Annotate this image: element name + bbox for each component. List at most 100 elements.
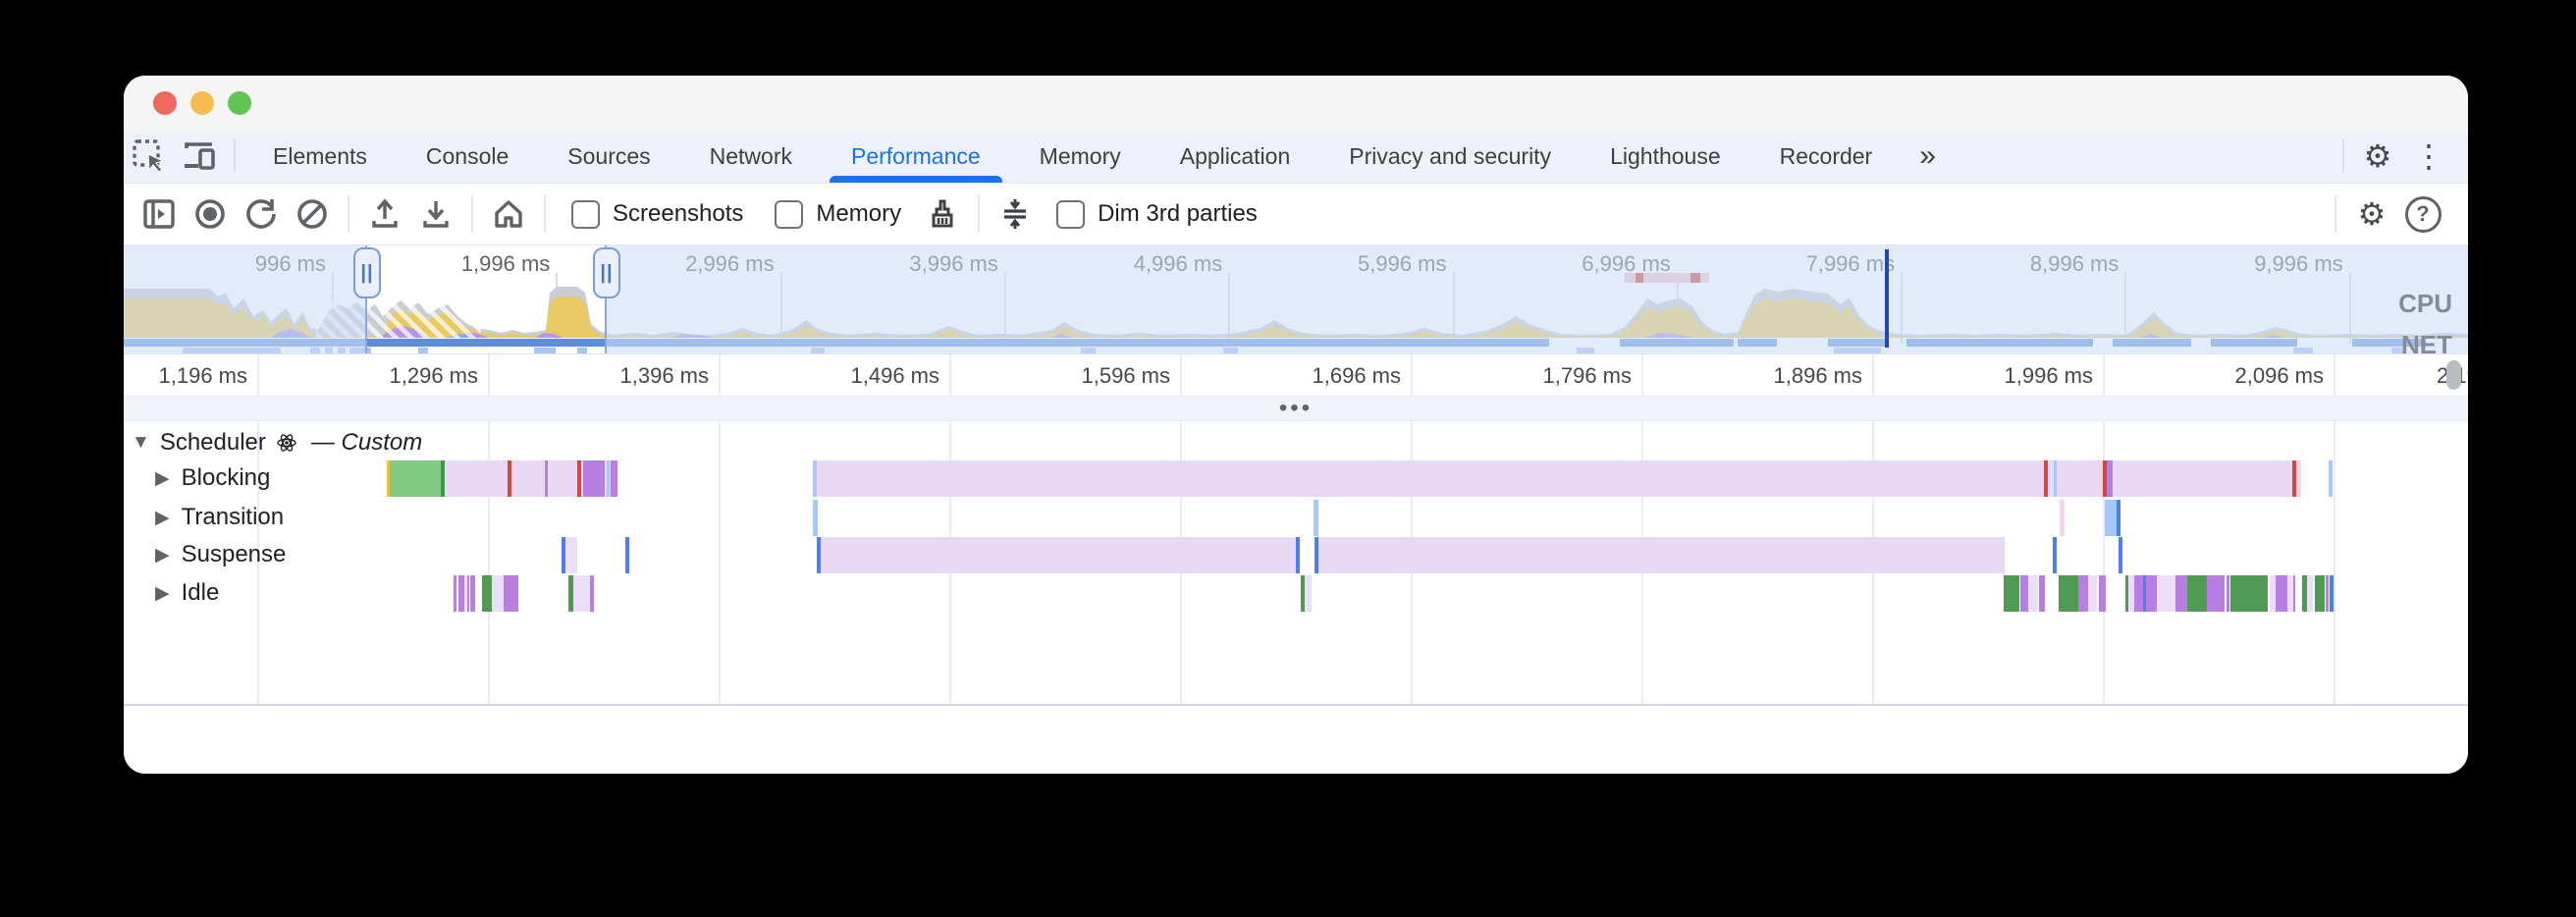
flame-event-segment[interactable] bbox=[2125, 575, 2128, 612]
checkbox-box[interactable] bbox=[571, 199, 600, 229]
tab-privacy-and-security[interactable]: Privacy and security bbox=[1349, 142, 1552, 169]
flame-event-segment[interactable] bbox=[2329, 460, 2333, 497]
record-and-reload-button[interactable] bbox=[238, 190, 285, 238]
save-profile-button[interactable] bbox=[412, 190, 459, 238]
load-profile-button[interactable] bbox=[361, 190, 408, 238]
flame-event-segment[interactable] bbox=[1305, 575, 1312, 612]
flame-chart[interactable]: ▼ Scheduler — Custom ▶Blocking ▶Transitio… bbox=[124, 421, 2468, 706]
flame-event-segment[interactable] bbox=[817, 460, 2301, 497]
flame-event-segment[interactable] bbox=[1315, 537, 1318, 573]
flame-event-segment[interactable] bbox=[508, 460, 511, 497]
tab-application[interactable]: Application bbox=[1179, 142, 1291, 169]
capture-settings-button[interactable]: ⚙ bbox=[2348, 190, 2395, 238]
vertical-scrollbar-thumb[interactable] bbox=[2446, 360, 2461, 390]
flame-event-segment[interactable] bbox=[2302, 575, 2307, 612]
dim-3rd-parties-checkbox[interactable]: Dim 3rd parties bbox=[1056, 199, 1258, 229]
expand-triangle-icon[interactable]: ▶ bbox=[155, 582, 170, 604]
flame-event-segment[interactable] bbox=[813, 460, 817, 497]
flame-event-segment[interactable] bbox=[2119, 537, 2122, 573]
checkbox-box[interactable] bbox=[775, 199, 804, 229]
customize-devtools-button[interactable]: ⋮ bbox=[2406, 135, 2451, 178]
row-label-blocking[interactable]: ▶Blocking bbox=[155, 464, 270, 492]
flame-event-segment[interactable] bbox=[1301, 575, 1305, 612]
inspect-element-button[interactable] bbox=[127, 135, 172, 178]
minimize-window-button[interactable] bbox=[190, 90, 214, 115]
settings-button[interactable]: ⚙ bbox=[2355, 135, 2400, 178]
flame-event-segment[interactable] bbox=[2292, 460, 2296, 497]
flame-event-segment[interactable] bbox=[562, 537, 565, 573]
flame-event-segment[interactable] bbox=[2293, 575, 2295, 612]
flame-event-segment[interactable] bbox=[2060, 500, 2065, 536]
flame-event-segment[interactable] bbox=[2105, 500, 2117, 536]
tab-console[interactable]: Console bbox=[425, 142, 510, 169]
flame-event-segment[interactable] bbox=[577, 460, 581, 497]
flame-event-segment[interactable] bbox=[2039, 575, 2045, 612]
flame-event-segment[interactable] bbox=[625, 537, 629, 573]
flame-event-segment[interactable] bbox=[1296, 537, 1300, 573]
clear-button[interactable] bbox=[289, 190, 336, 238]
tab-performance[interactable]: Performance bbox=[822, 130, 1010, 183]
ignore-listing-button[interactable] bbox=[992, 190, 1039, 238]
device-toolbar-button[interactable] bbox=[178, 135, 223, 178]
flame-event-segment[interactable] bbox=[387, 460, 390, 497]
expand-triangle-icon[interactable]: ▶ bbox=[155, 544, 170, 566]
tab-network[interactable]: Network bbox=[709, 142, 792, 169]
flame-event-segment[interactable] bbox=[2020, 575, 2028, 612]
flame-event-segment[interactable] bbox=[2044, 460, 2048, 497]
live-metrics-button[interactable] bbox=[485, 190, 532, 238]
flame-event-segment[interactable] bbox=[2078, 575, 2088, 612]
flame-event-segment[interactable] bbox=[607, 460, 610, 497]
tab-elements[interactable]: Elements bbox=[273, 142, 367, 169]
row-label-suspense[interactable]: ▶Suspense bbox=[155, 541, 286, 568]
flame-event-segment[interactable] bbox=[545, 460, 548, 497]
flame-event-segment[interactable] bbox=[470, 575, 475, 612]
flame-event-segment[interactable] bbox=[482, 575, 492, 612]
zoom-window-button[interactable] bbox=[228, 90, 251, 115]
flame-event-segment[interactable] bbox=[2107, 460, 2113, 497]
flame-event-segment[interactable] bbox=[2230, 575, 2268, 612]
flame-event-segment[interactable] bbox=[464, 575, 467, 612]
tab-recorder[interactable]: Recorder bbox=[1779, 142, 1873, 169]
flame-event-segment[interactable] bbox=[2157, 575, 2175, 612]
flame-event-segment[interactable] bbox=[565, 537, 577, 573]
flame-event-segment[interactable] bbox=[2287, 575, 2293, 612]
flame-event-segment[interactable] bbox=[2004, 575, 2019, 612]
flame-event-segment[interactable] bbox=[2227, 575, 2229, 612]
flame-event-segment[interactable] bbox=[817, 537, 1300, 573]
collect-garbage-button[interactable] bbox=[919, 190, 966, 238]
selection-handle-right[interactable]: || bbox=[593, 247, 620, 298]
flame-event-segment[interactable] bbox=[2147, 575, 2157, 612]
flame-event-segment[interactable] bbox=[2276, 575, 2287, 612]
track-header-scheduler[interactable]: ▼ Scheduler — Custom bbox=[132, 429, 422, 457]
flame-event-segment[interactable] bbox=[817, 537, 821, 573]
expand-triangle-icon[interactable]: ▶ bbox=[155, 507, 170, 528]
flame-event-segment[interactable] bbox=[1314, 500, 1318, 536]
flame-event-segment[interactable] bbox=[2207, 575, 2225, 612]
flame-event-segment[interactable] bbox=[573, 575, 590, 612]
flame-event-segment[interactable] bbox=[2128, 575, 2134, 612]
flame-event-segment[interactable] bbox=[568, 575, 573, 612]
flame-event-segment[interactable] bbox=[2326, 575, 2329, 612]
tab-memory[interactable]: Memory bbox=[1039, 142, 1121, 169]
flame-event-segment[interactable] bbox=[2028, 575, 2038, 612]
flame-event-segment[interactable] bbox=[2175, 575, 2187, 612]
flame-event-segment[interactable] bbox=[2053, 537, 2057, 573]
close-window-button[interactable] bbox=[153, 90, 177, 115]
toggle-sidebar-button[interactable] bbox=[135, 190, 183, 238]
flame-event-segment[interactable] bbox=[583, 460, 605, 497]
flame-event-segment[interactable] bbox=[504, 575, 518, 612]
more-tabs-button[interactable]: » bbox=[1919, 139, 1936, 172]
checkbox-box[interactable] bbox=[1056, 199, 1086, 229]
flame-event-segment[interactable] bbox=[611, 460, 617, 497]
flame-event-segment[interactable] bbox=[492, 575, 504, 612]
flame-event-segment[interactable] bbox=[590, 575, 594, 612]
flame-event-segment[interactable] bbox=[2059, 575, 2078, 612]
flame-event-segment[interactable] bbox=[2054, 460, 2057, 497]
row-label-transition[interactable]: ▶Transition bbox=[155, 504, 284, 531]
timeline-overview[interactable]: 996 ms1,996 ms2,996 ms3,996 ms4,996 ms5,… bbox=[124, 245, 2468, 354]
tab-sources[interactable]: Sources bbox=[567, 142, 651, 169]
flame-event-segment[interactable] bbox=[441, 460, 445, 497]
flame-event-segment[interactable] bbox=[2315, 575, 2325, 612]
help-button[interactable]: ? bbox=[2399, 190, 2446, 238]
